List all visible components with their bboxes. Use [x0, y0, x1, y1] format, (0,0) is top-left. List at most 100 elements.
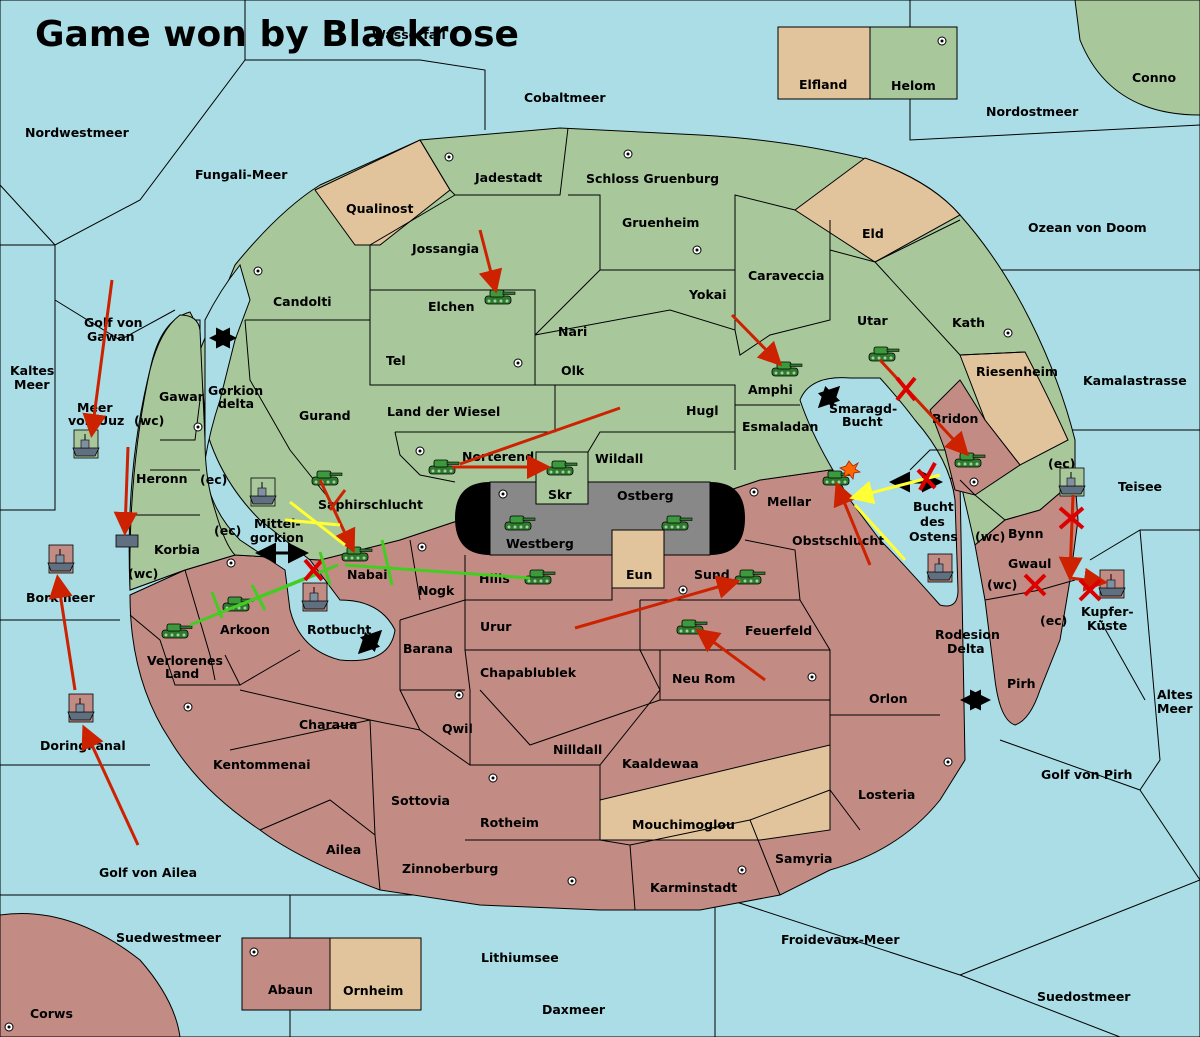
label-qwil: Qwil: [442, 721, 473, 736]
label-ailea: Ailea: [326, 842, 361, 857]
label-nordwestmeer: Nordwestmeer: [25, 125, 130, 140]
label-wasserfall: Wasserfall: [372, 27, 446, 42]
province-corws[interactable]: [0, 912, 181, 1037]
label-lithiumsee: Lithiumsee: [481, 950, 559, 965]
label-land-wiesel: Land der Wiesel: [387, 404, 500, 419]
label-ec-korbia: (ec): [214, 523, 241, 538]
ship-icon: [1098, 569, 1126, 599]
label-esmaladan: Esmaladan: [742, 419, 818, 434]
label-conno: Conno: [1132, 70, 1177, 85]
label-elchen: Elchen: [428, 299, 475, 314]
province-riesenheim[interactable]: [959, 351, 1069, 466]
label-gorkion-2: delta: [218, 396, 254, 411]
label-bucht-2: des: [920, 514, 945, 529]
label-fungali: Fungali-Meer: [195, 167, 288, 182]
label-saphir: Saphirschlucht: [318, 497, 423, 512]
ship-icon: [249, 477, 277, 507]
label-ec-pirh: (ec): [1040, 613, 1067, 628]
label-chapablublek: Chapablublek: [480, 665, 577, 680]
label-qualinost: Qualinost: [346, 201, 413, 216]
game-title: Game won by Blackrose: [35, 14, 519, 55]
label-feuerfeld: Feuerfeld: [745, 623, 812, 638]
ship-icon: [1058, 467, 1086, 497]
label-nilldall: Nilldall: [553, 742, 602, 757]
label-amphi: Amphi: [748, 382, 793, 397]
label-daxmeer: Daxmeer: [542, 1002, 606, 1017]
label-kupfer-1: Kupfer-: [1081, 604, 1134, 619]
label-norterend: Norterend: [462, 449, 534, 464]
label-nordostmeer: Nordostmeer: [986, 104, 1079, 119]
province-bridon[interactable]: [929, 379, 1021, 496]
label-sottovia: Sottovia: [391, 793, 450, 808]
label-smaragd-2: Bucht: [842, 414, 883, 429]
province-qualinost[interactable]: [314, 139, 451, 246]
label-utar: Utar: [857, 313, 889, 328]
label-orlon: Orlon: [869, 691, 908, 706]
label-gorkion-1: Gorkion: [208, 383, 263, 398]
label-elfland: Elfland: [799, 77, 847, 92]
support-orders: [189, 473, 941, 627]
move-orders: [48, 229, 1108, 846]
label-zinnoberburg: Zinnoberburg: [402, 861, 498, 876]
label-nogk: Nogk: [418, 583, 455, 598]
label-gurand: Gurand: [299, 408, 351, 423]
province-elfland[interactable]: [777, 26, 871, 100]
label-yokai: Yokai: [688, 287, 727, 302]
label-kaltes-1: Kaltes: [10, 363, 54, 378]
label-golf-gawan-1: Golf von: [84, 315, 143, 330]
label-wc-gawar: (wc): [134, 413, 164, 428]
label-teisee: Teisee: [1118, 479, 1162, 494]
label-schloss: Schloss Gruenburg: [586, 171, 719, 186]
label-nari: Nari: [558, 324, 587, 339]
label-korbia: Korbia: [154, 542, 200, 557]
impassable-east-cap: [710, 482, 745, 555]
label-kupfer-2: Küste: [1087, 618, 1127, 633]
label-golf-gawan-2: Gawan: [87, 329, 135, 344]
impassable-west-cap: [455, 482, 490, 555]
label-wildall: Wildall: [595, 451, 643, 466]
cut-support-ticks: [210, 539, 394, 619]
label-ornheim: Ornheim: [343, 983, 403, 998]
label-tel: Tel: [386, 353, 406, 368]
ship-icon: [47, 544, 75, 574]
province-labels: Elfland Helom Conno Cobaltmeer Nordwestm…: [10, 70, 1193, 1021]
label-ec-teisee: (ec): [1048, 456, 1075, 471]
province-ornheim[interactable]: [329, 937, 422, 1011]
label-neu-rom: Neu Rom: [672, 671, 735, 686]
label-eun: Eun: [626, 567, 652, 582]
label-doringkanal: Doringkanal: [40, 738, 126, 753]
label-kamalastrasse: Kamalastrasse: [1083, 373, 1187, 388]
label-heronn: Heronn: [136, 471, 188, 486]
label-smaragd-1: Smaragd-: [829, 401, 897, 416]
label-samyria: Samyria: [775, 851, 833, 866]
label-corws: Corws: [30, 1006, 73, 1021]
label-olk: Olk: [561, 363, 585, 378]
label-meer-uuz-2: von Uuz: [68, 413, 124, 428]
label-wc-bynn: (wc): [975, 529, 1005, 544]
label-wc-gwaul: (wc): [987, 577, 1017, 592]
province-eun-top[interactable]: [611, 529, 665, 589]
label-riesenheim: Riesenheim: [976, 364, 1058, 379]
ship-icon: [67, 693, 95, 723]
label-kath: Kath: [952, 315, 985, 330]
sea-gorkion-north[interactable]: [204, 263, 251, 461]
label-skr: Skr: [548, 487, 572, 502]
label-losteria: Losteria: [858, 787, 915, 802]
label-bucht-3: Ostens: [909, 529, 958, 544]
label-gruenheim: Gruenheim: [622, 215, 699, 230]
label-golf-ailea: Golf von Ailea: [99, 865, 197, 880]
label-caraveccia: Caraveccia: [748, 268, 824, 283]
label-arkoon: Arkoon: [220, 622, 270, 637]
label-kaaldewaa: Kaaldewaa: [622, 756, 699, 771]
red-x-icon: [303, 376, 1102, 602]
label-rotheim: Rotheim: [480, 815, 539, 830]
label-barana: Barana: [403, 641, 453, 656]
label-cobaltmeer: Cobaltmeer: [524, 90, 606, 105]
province-west-peninsula[interactable]: [129, 314, 236, 591]
label-urur: Urur: [480, 619, 512, 634]
label-helom: Helom: [891, 78, 936, 93]
province-eld[interactable]: [794, 157, 961, 263]
label-verlorenes-1: Verlorenes: [147, 653, 223, 668]
